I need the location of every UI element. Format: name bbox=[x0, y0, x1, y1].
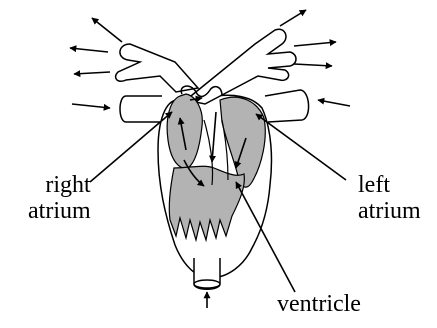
left-atrium-label: left atrium bbox=[358, 172, 421, 224]
right-atrium-label-line2: atrium bbox=[28, 198, 91, 224]
outflow-arrow-right-2 bbox=[294, 64, 332, 66]
inflow-arrow-left bbox=[72, 104, 110, 108]
inflow-arrow-right bbox=[318, 100, 350, 106]
vena-cava-left bbox=[120, 96, 162, 122]
right-atrium-label-line1: right bbox=[28, 172, 91, 198]
ventricle-label-text: ventricle bbox=[277, 291, 361, 317]
ventricle-label: ventricle bbox=[277, 291, 361, 317]
left-atrium-label-line2: atrium bbox=[358, 198, 421, 224]
outflow-arrow-left-1 bbox=[70, 48, 108, 52]
left-atrium-label-line1: left bbox=[358, 172, 421, 198]
inferior-vena-cava-opening bbox=[194, 280, 220, 288]
outflow-arrow-right-1 bbox=[294, 42, 336, 46]
pulmonary-vein-right bbox=[265, 90, 309, 122]
outflow-arrow-top-left bbox=[92, 18, 122, 42]
right-atrium-label: right atrium bbox=[28, 172, 91, 224]
outflow-arrow-top-right bbox=[280, 10, 306, 26]
artery-left-branch bbox=[116, 44, 198, 92]
outflow-arrow-left-2 bbox=[74, 72, 110, 74]
